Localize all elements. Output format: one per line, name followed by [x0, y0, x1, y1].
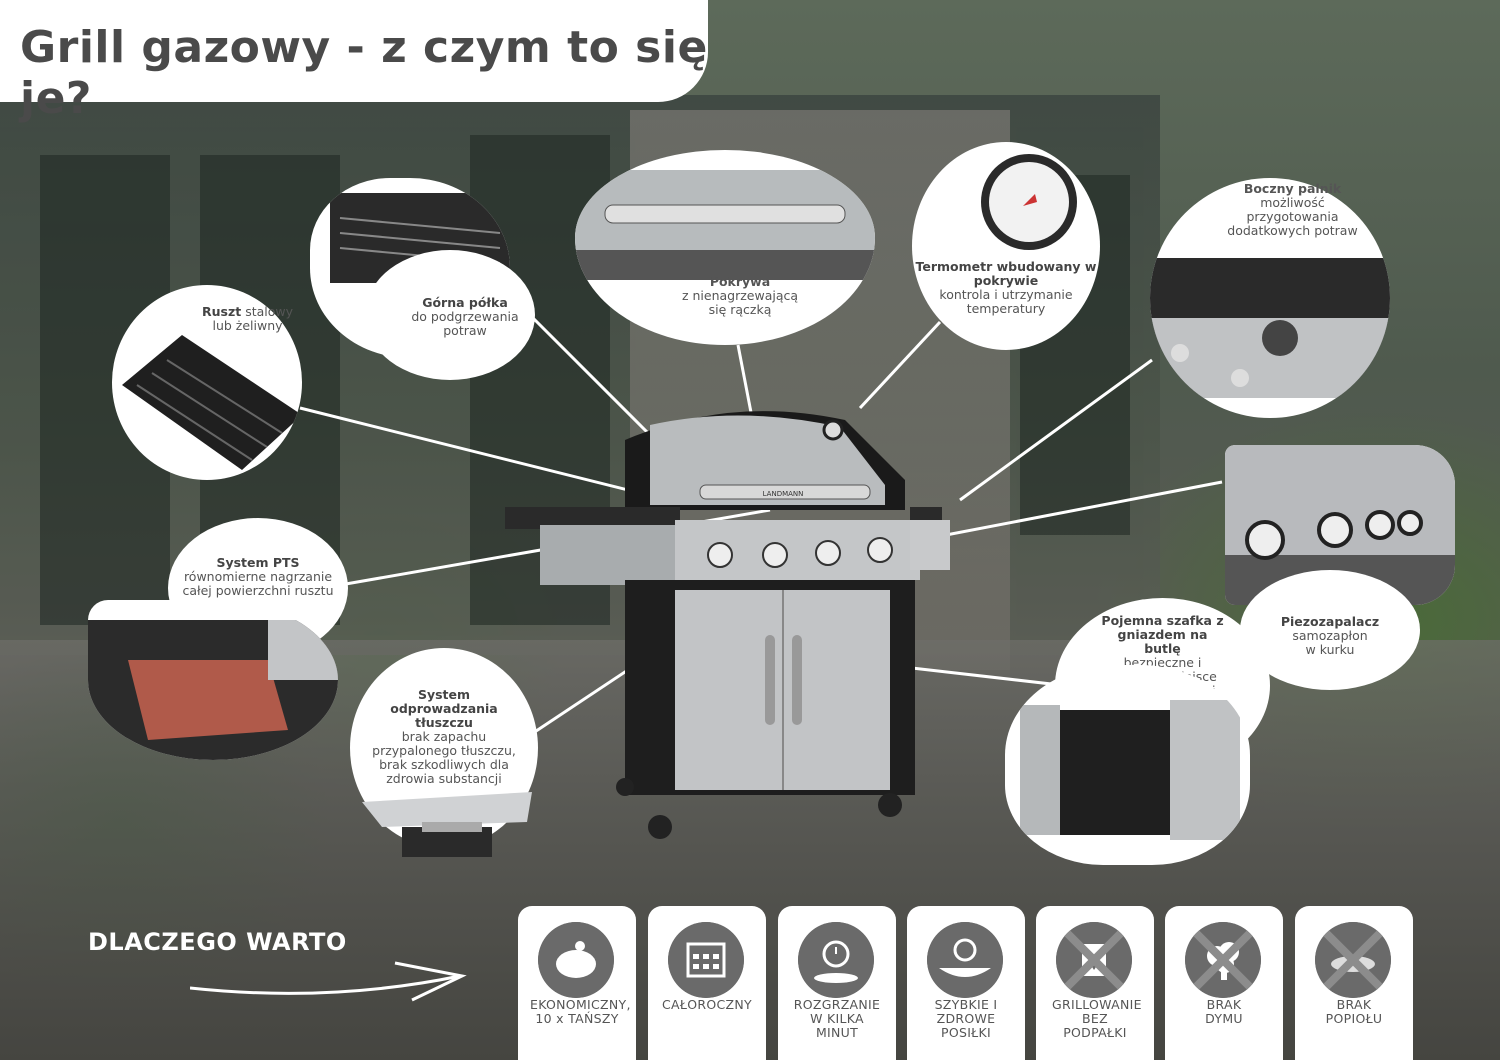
callout-lid: Pokrywa z nienagrzewającą się rączką — [680, 275, 800, 317]
callout-side-burner: Boczny palnik możliwość przygotowania do… — [1225, 182, 1360, 238]
tile-label: CAŁOROCZNY — [662, 997, 752, 1012]
tile-label: GRILLOWANIE BEZ PODPAŁKI — [1052, 997, 1142, 1040]
cabinet-photo — [1005, 665, 1250, 865]
igniter-desc: samozapłon w kurku — [1292, 628, 1368, 657]
side-burner-photo — [1150, 178, 1390, 418]
grease-title: System odprowadzania tłuszczu — [390, 687, 498, 730]
lid-title: Pokrywa — [709, 274, 771, 289]
lid-desc: z nienagrzewającą się rączką — [681, 288, 799, 317]
piggy-bank-icon — [538, 922, 614, 998]
title-banner: Grill gazowy - z czym to się je? — [0, 0, 708, 124]
callout-grate: Ruszt stalowy lub żeliwny — [165, 285, 300, 385]
lid-photo — [575, 150, 875, 345]
grease-tray-photo — [362, 792, 532, 857]
side-burner-desc: możliwość przygotowania dodatkowych potr… — [1227, 195, 1358, 238]
cabinet-title: Pojemna szafka z gniazdem na butlę — [1101, 613, 1224, 656]
tile-economic: EKONOMICZNY, 10 x TAŃSZY — [518, 906, 636, 1060]
pts-desc: równomierne nagrzanie całej powierzchni … — [182, 569, 334, 598]
gas-grill-image: LANDMANN — [505, 411, 950, 839]
stopwatch-grill-icon — [798, 922, 874, 998]
grease-desc: brak zapachu przypalonego tłuszczu, brak… — [372, 729, 516, 786]
page-title: Grill gazowy - z czym to się je? — [20, 22, 708, 124]
why-label: DLACZEGO WARTO — [88, 928, 347, 956]
no-lighter-icon — [1056, 922, 1132, 998]
tile-quick-meals: SZYBKIE I ZDROWE POSIŁKI — [907, 906, 1025, 1060]
pts-grill-photo — [88, 600, 338, 760]
tile-all-year: CAŁOROCZNY — [648, 906, 766, 1060]
lid-logo: LANDMANN — [763, 490, 804, 498]
grate-title: Ruszt — [201, 304, 242, 319]
tile-no-kindling: GRILLOWANIE BEZ PODPAŁKI — [1036, 906, 1154, 1060]
tile-label: EKONOMICZNY, 10 x TAŃSZY — [530, 997, 631, 1026]
arrow-right-icon — [190, 961, 467, 1002]
no-ash-icon — [1315, 922, 1391, 998]
tile-label: SZYBKIE I ZDROWE POSIŁKI — [934, 997, 998, 1040]
callout-igniter: Piezozapalacz samozapłon w kurku — [1240, 570, 1420, 690]
pts-title: System PTS — [216, 555, 300, 570]
tile-label: ROZGRZANIE W KILKA MINUT — [793, 997, 881, 1040]
tile-no-ash: BRAK POPIOŁU — [1295, 906, 1413, 1060]
calendar-icon — [668, 922, 744, 998]
tile-label: BRAK POPIOŁU — [1325, 997, 1383, 1026]
tile-no-smoke: BRAK DYMU — [1165, 906, 1283, 1060]
no-smoke-icon — [1185, 922, 1261, 998]
tile-fast-heat: ROZGRZANIE W KILKA MINUT — [778, 906, 896, 1060]
thermometer-desc: kontrola i utrzymanie temperatury — [939, 287, 1073, 316]
side-burner-title: Boczny palnik — [1243, 181, 1342, 196]
igniter-title: Piezozapalacz — [1280, 614, 1380, 629]
tile-label: BRAK DYMU — [1205, 997, 1243, 1026]
grate-photo — [112, 285, 302, 480]
thermometer-gauge-icon — [981, 154, 1077, 250]
stopwatch-plate-icon — [927, 922, 1003, 998]
thermometer-dial-icon — [822, 419, 844, 441]
upper-shelf-desc: do podgrzewania potraw — [411, 309, 519, 338]
grate-desc: stalowy lub żeliwny — [212, 304, 294, 333]
upper-shelf-title: Górna półka — [422, 295, 508, 310]
callout-upper-shelf: Górna półka do podgrzewania potraw — [365, 250, 535, 380]
thermometer-title: Termometr wbudowany w pokrywie — [915, 259, 1097, 288]
